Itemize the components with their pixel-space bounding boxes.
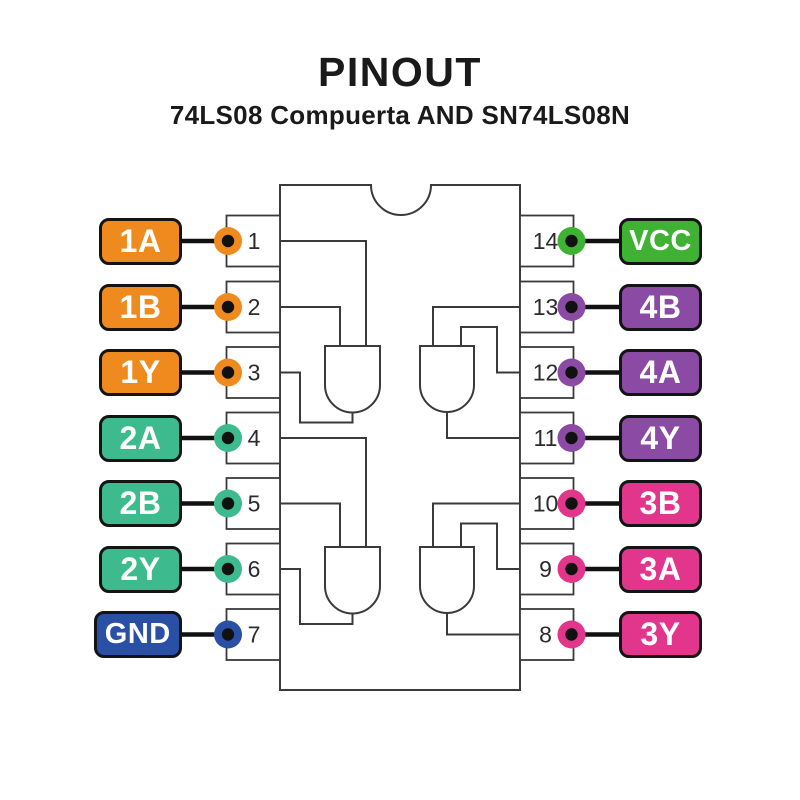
pin-11-dot	[565, 431, 578, 445]
wire-gate4-pin11	[446, 413, 520, 439]
pin-label-1y: 1Y	[99, 349, 182, 396]
pin-5-dot	[221, 497, 235, 510]
wire-gate2-pin6	[280, 568, 354, 625]
pin-11-number: 11	[534, 425, 558, 451]
pin-label-4a: 4A	[619, 349, 702, 396]
pin-label-text: 1A	[119, 222, 162, 259]
and-gate-2	[324, 546, 381, 615]
wire-pin1-gate1	[280, 240, 367, 346]
pin-9-dot	[565, 562, 578, 576]
page-subtitle: 74LS08 Compuerta AND SN74LS08N	[169, 100, 631, 130]
and-gate-3	[419, 546, 475, 614]
pin-label-text: VCC	[629, 224, 692, 257]
pin-3-dot	[221, 366, 235, 379]
pin-label-1b: 1B	[99, 283, 182, 331]
pin-label-4b: 4B	[619, 283, 702, 331]
pin-3-number: 3	[248, 360, 261, 386]
wire-pin9-gate3	[460, 522, 520, 570]
header: PINOUT 74LS08 Compuerta AND SN74LS08N	[0, 49, 800, 130]
wire-pin5-gate2	[280, 502, 341, 547]
pin-10-number: 10	[533, 491, 559, 517]
pin-10-dot	[565, 497, 578, 510]
pin-label-2b: 2B	[99, 480, 182, 527]
wire-pin2-gate1	[280, 306, 341, 346]
wire-pin4-gate2	[280, 437, 367, 547]
pin-label-3a: 3A	[619, 545, 702, 593]
pin-13-number: 13	[533, 294, 559, 320]
pin-8-dot	[565, 628, 578, 641]
pin-8-number: 8	[539, 622, 552, 648]
pin-label-1a: 1A	[99, 217, 182, 265]
pin-label-3b: 3B	[619, 480, 702, 527]
pin-label-text: 1B	[119, 288, 162, 325]
pin-2-dot	[221, 300, 235, 314]
pin-label-text: 4Y	[640, 419, 681, 456]
pin-1-dot	[221, 234, 235, 248]
pin-13-box	[519, 280, 575, 334]
pin-4-number: 4	[248, 425, 261, 451]
pin-label-text: 2B	[119, 485, 162, 521]
pin-label-2a: 2A	[99, 414, 182, 462]
pin-label-text: 4B	[639, 288, 682, 325]
pin-label-2y: 2Y	[99, 545, 182, 593]
pin-label-vcc: VCC	[619, 217, 702, 265]
pin-label-text: 2A	[119, 419, 162, 456]
page-title: PINOUT	[318, 49, 482, 95]
pin-4-dot	[221, 431, 235, 445]
pin-label-text: 3B	[639, 485, 682, 521]
pin-12-dot	[565, 366, 578, 379]
pin-6-dot	[221, 562, 235, 576]
pin-label-3y: 3Y	[619, 611, 702, 658]
pin-14-number: 14	[533, 228, 559, 254]
and-gate-1	[324, 345, 381, 414]
pin-label-text: GND	[104, 618, 171, 650]
wire-gate3-pin8	[446, 614, 520, 636]
wire-gate1-pin3	[280, 371, 354, 424]
pin-label-text: 4A	[639, 354, 682, 390]
pin-label-4y: 4Y	[619, 414, 702, 462]
pin-7-dot	[221, 628, 235, 641]
pin-2-number: 2	[248, 294, 261, 320]
wire-pin12-gate4	[460, 326, 520, 374]
pin-13-dot	[565, 300, 578, 314]
pin-5-number: 5	[248, 491, 261, 517]
wire-pin13-gate4	[432, 306, 520, 346]
pin-1-number: 1	[248, 228, 261, 254]
pin-9-number: 9	[539, 556, 552, 582]
pin-14-dot	[565, 234, 578, 248]
pin-6-number: 6	[248, 556, 261, 582]
pin-label-text: 2Y	[120, 550, 161, 587]
and-gates	[324, 345, 475, 615]
and-gate-4	[419, 345, 475, 413]
pin-label-text: 3A	[639, 550, 682, 587]
pin-label-gnd: GND	[93, 611, 182, 658]
pin-12-number: 12	[533, 360, 559, 386]
pin-7-number: 7	[248, 622, 261, 648]
pin-label-text: 3Y	[640, 616, 681, 652]
wire-pin10-gate3	[432, 502, 520, 547]
pin-label-text: 1Y	[120, 354, 161, 390]
gate-wiring	[280, 240, 520, 636]
